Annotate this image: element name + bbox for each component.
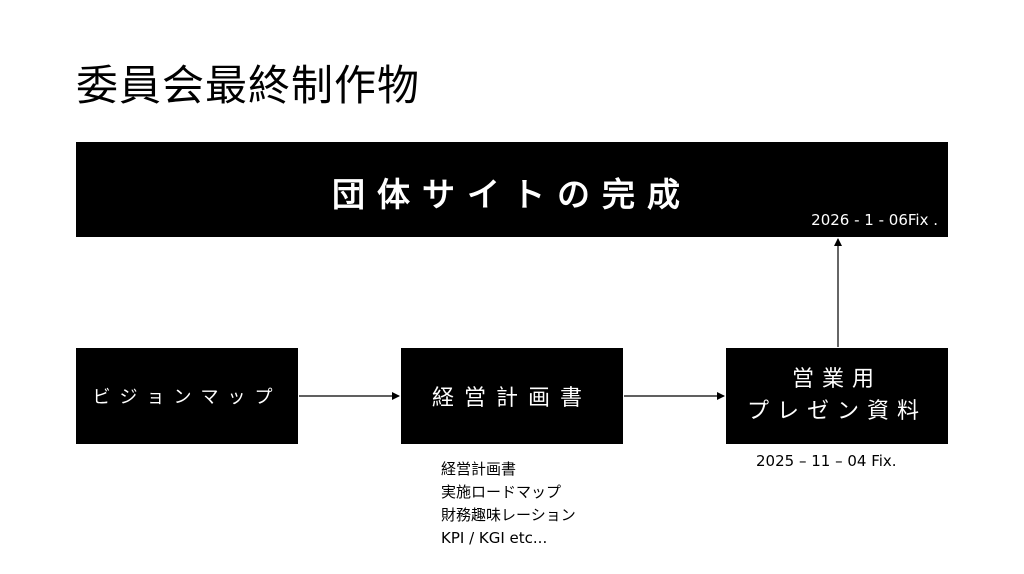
note-item: KPI / KGI etc... [441, 529, 548, 547]
note-item: 実施ロードマップ [441, 483, 562, 501]
goal-box: 団体サイトの完成 2026 - 1 - 06Fix . [76, 142, 948, 237]
step-label-line2: プレゼン資料 [746, 399, 927, 424]
note-item: 経営計画書 [441, 460, 517, 478]
step-sales-presentation: 営業用 プレゼン資料 [726, 348, 948, 444]
business-plan-notes: 経営計画書 実施ロードマップ 財務趣味レーション KPI / KGI etc..… [441, 458, 576, 550]
page-title: 委員会最終制作物 [76, 61, 421, 110]
step-label-line1: 営業用 [791, 367, 882, 392]
step-label: 経営計画書 [431, 386, 592, 411]
presentation-fix-date: 2025 – 11 – 04 Fix. [756, 452, 897, 470]
goal-label: 団体サイトの完成 [332, 175, 692, 214]
step-business-plan: 経営計画書 [401, 348, 623, 444]
note-item: 財務趣味レーション [441, 506, 576, 524]
step-vision-map: ビジョンマップ [76, 348, 298, 444]
goal-fix-date: 2026 - 1 - 06Fix . [811, 211, 938, 229]
step-label: ビジョンマップ [92, 387, 282, 408]
